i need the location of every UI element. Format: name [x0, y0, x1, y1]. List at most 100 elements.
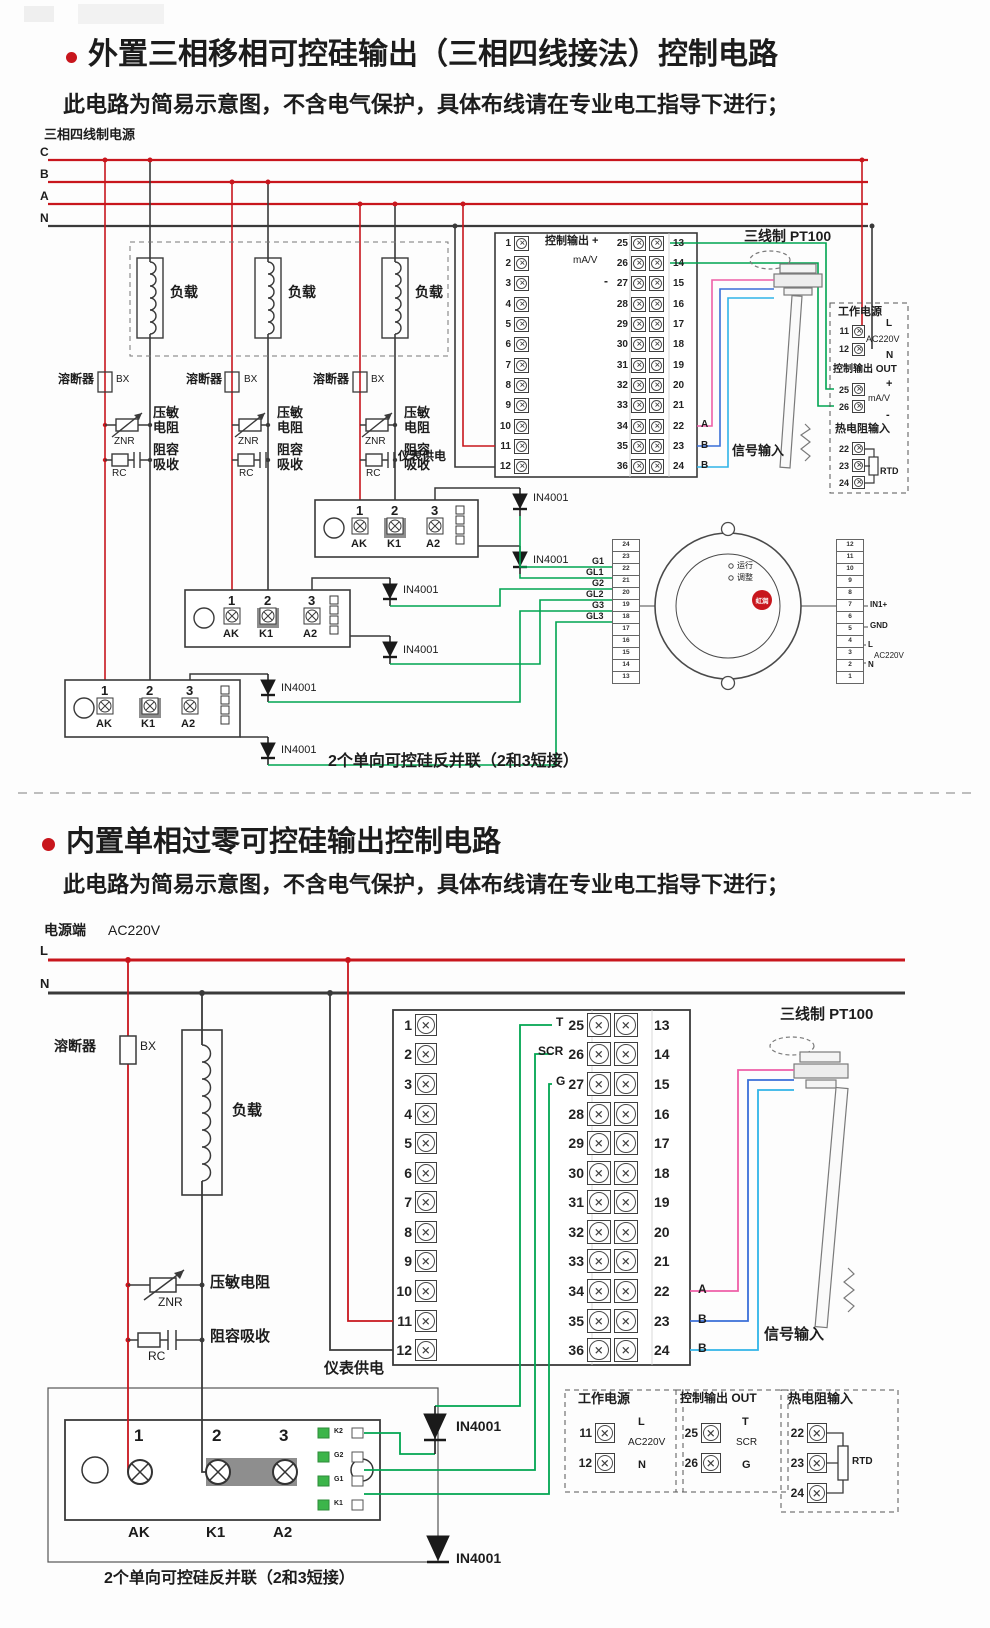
phase-label-b: B: [40, 167, 49, 181]
side-rtd: RTD: [880, 466, 899, 476]
screw-icon: [587, 1042, 611, 1067]
terminal-number: 21: [654, 1253, 670, 1270]
screw-icon: [614, 1042, 638, 1067]
screw-icon: [614, 1071, 638, 1096]
screw-icon: [415, 1072, 437, 1095]
screw-icon: [852, 442, 865, 455]
terminal-number: 6: [404, 1164, 412, 1181]
terminal-number: 1: [505, 237, 511, 249]
meter-terminal-5: 5: [836, 623, 864, 636]
terminal-number: 36: [616, 461, 628, 473]
s2-load-label: 负载: [232, 1102, 263, 1119]
screw-icon: [614, 1160, 638, 1185]
box-ctrl-t: T: [742, 1416, 749, 1428]
terminal-number: 18: [673, 339, 685, 351]
terminal-row-5: 5: [394, 1128, 437, 1158]
screw-icon: [587, 1071, 611, 1096]
s2-rc-snubber: [128, 1330, 202, 1350]
m3-pin2: 2: [146, 683, 154, 698]
terminal-number: 25: [568, 1016, 584, 1033]
terminal-number: 30: [568, 1164, 584, 1181]
terminal-row-25: 25: [564, 1010, 638, 1040]
terminal-number: 5: [404, 1135, 412, 1152]
s1-supply-label: 仪表供电: [398, 449, 447, 463]
m2-pin3: 3: [308, 593, 316, 608]
screw-icon: [701, 1423, 721, 1443]
terminal-number: 13: [654, 1016, 670, 1033]
terminal-row-8: 8: [497, 375, 529, 395]
screw-icon: [415, 1013, 437, 1036]
side-ac: AC220V: [866, 334, 900, 344]
screw-icon: [415, 1191, 437, 1214]
s2-fuse-label: 溶断器: [54, 1038, 96, 1054]
terminal-number: 26: [838, 401, 849, 412]
s2-load-chain: [201, 993, 206, 1473]
terminal-row-9: 9: [394, 1247, 437, 1277]
terminal-number: 36: [568, 1342, 584, 1359]
terminal-number: 12: [396, 1342, 412, 1359]
m1-a2: A2: [426, 538, 441, 550]
terminal-number: 6: [505, 339, 511, 351]
m4-k1: K1: [206, 1524, 226, 1541]
screw-icon: [415, 1279, 437, 1302]
terminal-row-4: 4: [394, 1099, 437, 1129]
terminal-number: 1: [404, 1016, 412, 1033]
gate-gl2: GL2: [586, 589, 604, 599]
terminal-row-6: 6: [394, 1158, 437, 1188]
terminal-number: 16: [673, 298, 685, 310]
terminal-number: 7: [505, 359, 511, 371]
terminal-number: 24: [673, 461, 685, 473]
terminal-row-3: 3: [497, 274, 529, 294]
terminal-number: 35: [568, 1312, 584, 1329]
terminal-row-9: 9: [497, 396, 529, 416]
terminal-number: 22: [654, 1282, 670, 1299]
terminal-row-12: 12: [394, 1335, 437, 1365]
terminal-number: 17: [654, 1135, 670, 1152]
screw-icon: [587, 1308, 611, 1333]
terminal-row-16: 16: [673, 294, 691, 314]
box-work-n: N: [638, 1459, 646, 1471]
s1-minus-label: -: [604, 274, 608, 288]
terminal-row-10: 10: [497, 416, 529, 436]
s1-caption: 2个单向可控硅反并联（2和3短接）: [328, 753, 579, 770]
phase-label-a: A: [40, 189, 49, 203]
s2-row-b2: B: [698, 1341, 707, 1355]
screw-icon: [631, 377, 646, 393]
terminal-row-34: 34: [610, 416, 664, 436]
screw-icon: [614, 1278, 638, 1303]
terminal-number: 20: [654, 1223, 670, 1240]
screw-icon: [514, 438, 529, 454]
screw-icon: [587, 1249, 611, 1274]
terminal-number: 12: [838, 344, 849, 354]
terminal-number: 14: [654, 1046, 670, 1063]
m2-pin1: 1: [228, 593, 236, 608]
terminal-row-20: 20: [673, 375, 691, 395]
load-label-1: 负载: [170, 284, 198, 300]
box-work-l: L: [638, 1416, 645, 1428]
terminal-row-27: 27: [610, 274, 664, 294]
pt100-wires-2: [690, 1069, 794, 1351]
section1-subtitle: 此电路为简易示意图，不含电气保护，具体布线请在专业电工指导下进行；: [63, 92, 790, 117]
screw-icon: [649, 459, 664, 475]
terminal-number: 22: [838, 443, 849, 454]
box-ctrl-g: G: [742, 1459, 751, 1471]
terminal-row-33: 33: [610, 396, 664, 416]
m2-ak: AK: [223, 628, 239, 640]
screw-icon: [631, 418, 646, 434]
scr-module-4-body: [64, 1419, 381, 1521]
side-minus: -: [886, 409, 890, 421]
terminal-number: 29: [616, 318, 628, 330]
terminal-number: 12: [499, 461, 511, 473]
screw-icon: [595, 1453, 615, 1473]
terminal-number: 2: [505, 257, 511, 269]
terminal-number: 23: [673, 440, 685, 452]
terminal-row-27: 27: [564, 1069, 638, 1099]
terminal-row-26: 26: [682, 1448, 721, 1478]
s2-varistor-code: ZNR: [158, 1295, 183, 1309]
screw-icon: [631, 357, 646, 373]
terminal-number: 26: [616, 257, 628, 269]
phase-label-c: C: [40, 145, 49, 159]
